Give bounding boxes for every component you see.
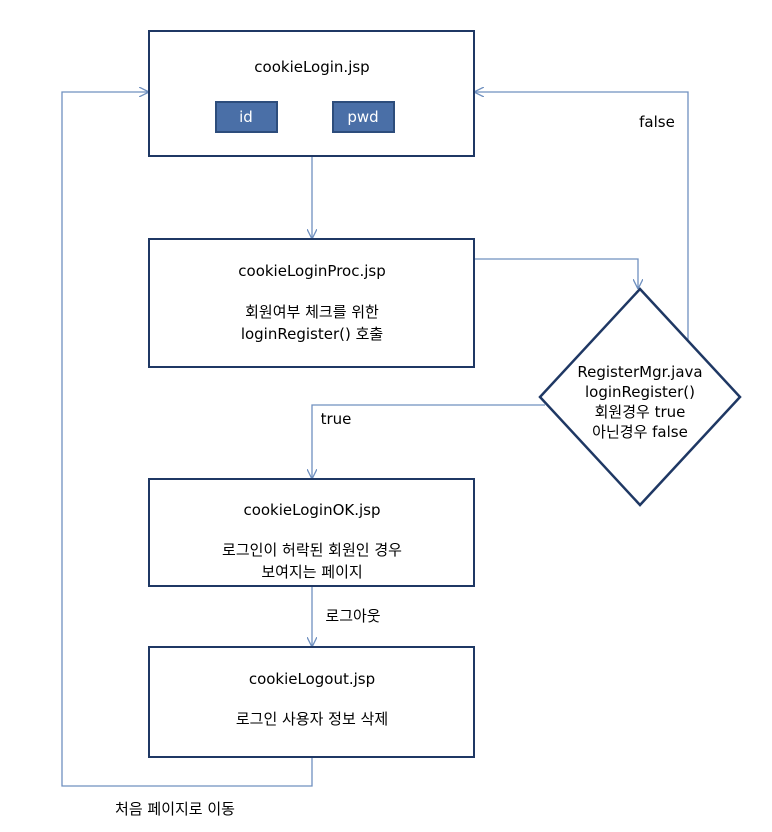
decision-line-3: 회원경우 true <box>595 403 686 421</box>
login-proc-line-2: loginRegister() 호출 <box>241 325 383 343</box>
login-ok-line-2: 보여지는 페이지 <box>261 563 362 581</box>
decision-line-4: 아닌경우 false <box>592 423 688 441</box>
login-proc-box: cookieLoginProc.jsp 회원여부 체크를 위한 loginReg… <box>148 238 475 368</box>
id-field-label: id <box>239 108 253 126</box>
arrow-proc-to-decision <box>474 258 638 288</box>
login-ok-line-1: 로그인이 허락된 회원인 경우 <box>222 541 402 559</box>
arrow-decision-true-to-ok <box>312 404 545 478</box>
logout-label: 로그아웃 <box>325 607 380 625</box>
login-page-box: cookieLogin.jsp id pwd <box>148 30 475 157</box>
decision-line-1: RegisterMgr.java <box>577 363 702 381</box>
arrow-decision-false-to-login <box>475 92 689 344</box>
true-label: true <box>321 410 352 428</box>
login-ok-box: cookieLoginOK.jsp 로그인이 허락된 회원인 경우 보여지는 페… <box>148 478 475 587</box>
logout-title: cookieLogout.jsp <box>249 670 375 688</box>
id-field <box>215 101 278 133</box>
register-mgr-decision: RegisterMgr.java loginRegister() 회원경우 tr… <box>538 287 742 507</box>
login-proc-line-1: 회원여부 체크를 위한 <box>245 303 379 321</box>
login-page-title: cookieLogin.jsp <box>254 58 369 76</box>
login-proc-title: cookieLoginProc.jsp <box>238 262 385 280</box>
pwd-field-label: pwd <box>347 108 378 126</box>
logout-box: cookieLogout.jsp 로그인 사용자 정보 삭제 <box>148 646 475 758</box>
decision-line-2: loginRegister() <box>585 383 695 401</box>
back-to-start-label: 처음 페이지로 이동 <box>115 800 235 818</box>
arrow-logout-to-login <box>61 92 313 787</box>
pwd-field <box>332 101 395 133</box>
logout-line-1: 로그인 사용자 정보 삭제 <box>236 710 388 728</box>
login-ok-title: cookieLoginOK.jsp <box>243 501 380 519</box>
false-label: false <box>639 113 675 131</box>
